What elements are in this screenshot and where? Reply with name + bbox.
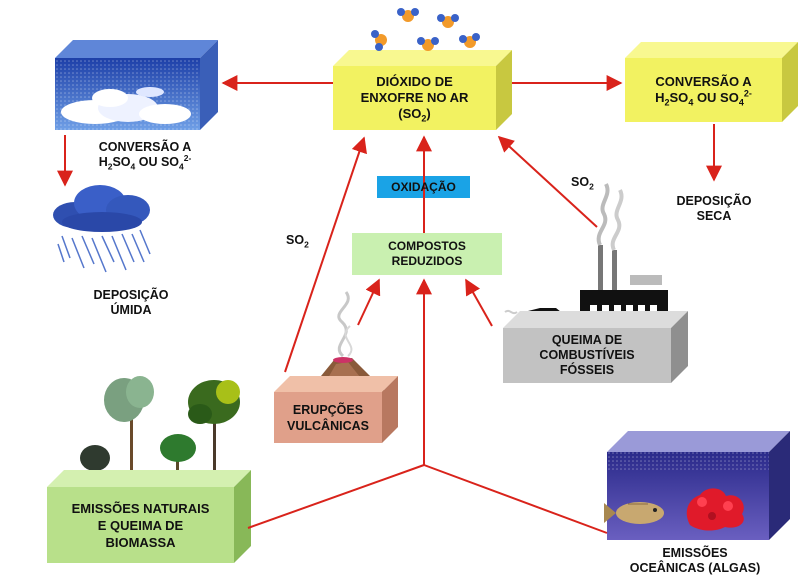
- volcanic-eruptions-box: [274, 376, 398, 443]
- natural-line2: E QUEIMA DE: [97, 517, 184, 533]
- sky-clouds-image: [55, 40, 218, 130]
- conversion-left-line1: CONVERSÃO A: [98, 140, 192, 154]
- flow-arrows: [57, 75, 722, 534]
- fossil-fuels-box: [503, 311, 688, 383]
- natural-line1: EMISSÕES NATURAIS: [71, 500, 210, 516]
- volcanic-line2: VULCÂNICAS: [287, 418, 369, 433]
- natural-line3: BIOMASSA: [105, 534, 176, 550]
- oceanic-line1: EMISSÕES: [662, 546, 728, 560]
- sulfur-dioxide-formula: (SO2): [398, 106, 431, 124]
- reduced-compounds-label: COMPOSTOS REDUZIDOS: [352, 233, 502, 275]
- reduced-line1: COMPOSTOS: [388, 239, 466, 253]
- fossil-line2: COMBUSTÍVEIS: [539, 348, 635, 362]
- conversion-right-box: [625, 42, 798, 122]
- conversion-right-label: CONVERSÃO A H2SO4 OU SO42-: [625, 58, 782, 122]
- arrow-volcano-to-reduced: [357, 278, 381, 326]
- natural-emissions-box: [47, 470, 251, 563]
- ocean-box: [607, 431, 790, 540]
- fossil-fuels-label: QUEIMA DE COMBUSTÍVEIS FÓSSEIS: [503, 328, 671, 383]
- conversion-left-formula: H2SO4 OU SO42-: [98, 152, 192, 172]
- factory-icon: [580, 183, 668, 328]
- arrow-so2-left: [284, 136, 367, 373]
- line-hub-to-natural: [247, 464, 425, 529]
- dry-deposition-line2: SECA: [696, 209, 732, 223]
- coral-icon: [686, 488, 744, 531]
- oxidation-label: OXIDAÇÃO: [391, 180, 456, 194]
- sulfur-dioxide-line2: ENXOFRE NO AR: [360, 90, 469, 105]
- conversion-right-line1: CONVERSÃO A: [655, 74, 752, 89]
- rain-cloud-icon: [53, 185, 151, 273]
- wet-deposition-line2: ÚMIDA: [110, 303, 152, 317]
- oceanic-emissions-label: EMISSÕES OCEÂNICAS (ALGAS): [610, 546, 780, 576]
- conversion-right-formula: H2SO4 OU SO42-: [655, 88, 752, 108]
- so2-molecules-icon: [371, 8, 480, 51]
- reduced-compounds-box: [352, 233, 502, 275]
- trees-icon: [80, 376, 240, 478]
- volcanic-line1: ERUPÇÕES: [292, 402, 364, 417]
- reduced-line2: REDUZIDOS: [391, 254, 463, 268]
- wet-deposition-label: DEPOSIÇÃO ÚMIDA: [85, 288, 177, 318]
- arrow-fossil-to-reduced: [465, 278, 493, 327]
- sulfur-dioxide-box: [333, 50, 512, 130]
- fossil-line1: QUEIMA DE: [551, 333, 623, 347]
- sulfur-dioxide-label: DIÓXIDO DE ENXOFRE NO AR (SO2): [333, 66, 496, 130]
- oceanic-line2: OCEÂNICAS (ALGAS): [629, 561, 761, 575]
- fossil-line3: FÓSSEIS: [559, 363, 615, 377]
- fish-icon: [604, 502, 664, 524]
- dry-deposition-line1: DEPOSIÇÃO: [676, 194, 752, 208]
- so2-right-label: SO2: [571, 175, 594, 192]
- arrow-so2-right: [497, 135, 598, 228]
- so2-left-label: SO2: [286, 233, 309, 250]
- wet-deposition-line1: DEPOSIÇÃO: [93, 288, 169, 302]
- sulfur-dioxide-line1: DIÓXIDO DE: [376, 74, 453, 89]
- natural-emissions-label: EMISSÕES NATURAIS E QUEIMA DE BIOMASSA: [47, 487, 234, 563]
- volcanic-eruptions-label: ERUPÇÕES VULCÂNICAS: [274, 392, 382, 443]
- line-hub-to-ocean: [423, 464, 608, 534]
- dry-deposition-label: DEPOSIÇÃO SECA: [668, 194, 760, 224]
- conversion-left-label: CONVERSÃO A H2SO4 OU SO42-: [60, 140, 230, 172]
